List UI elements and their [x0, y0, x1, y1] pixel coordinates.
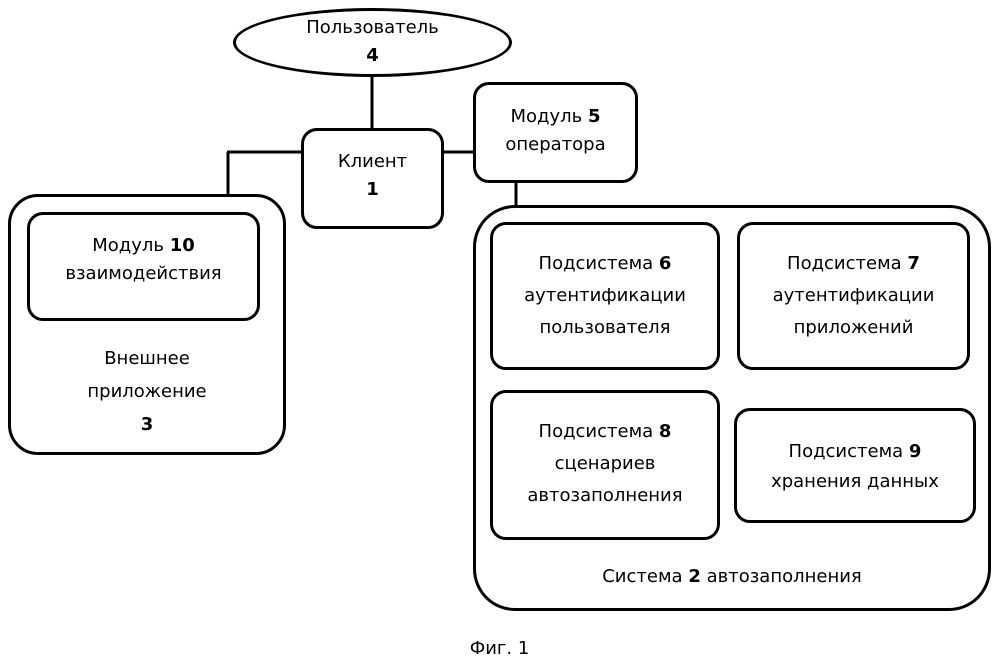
operator-module-label: Модуль 5 оператора: [473, 103, 638, 159]
sub7-text3: приложений: [737, 312, 970, 344]
operator-number: 5: [588, 106, 601, 127]
sub9-text2: хранения данных: [734, 467, 976, 497]
system2-post: автозаполнения: [707, 566, 862, 587]
sub7-text2: аутентификации: [737, 280, 970, 312]
client-text: Клиент: [301, 148, 444, 176]
client-label: Клиент 1: [301, 148, 444, 204]
sub9-pre: Подсистема: [789, 441, 904, 462]
client-number: 1: [301, 176, 444, 204]
sub8-number: 8: [659, 421, 672, 442]
system2-pre: Система: [602, 566, 682, 587]
sub6-text2: аутентификации: [490, 280, 720, 312]
system2-number: 2: [688, 566, 701, 587]
subsystem-6-label: Подсистема 6 аутентификации пользователя: [490, 248, 720, 344]
ext-app-text1: Внешнее: [8, 342, 286, 375]
sub6-text3: пользователя: [490, 312, 720, 344]
autofill-system-label: Система 2 автозаполнения: [473, 563, 991, 591]
figure-caption: Фиг. 1: [0, 638, 999, 659]
ext-app-text2: приложение: [8, 375, 286, 408]
ext-app-number: 3: [8, 408, 286, 441]
sub7-number: 7: [907, 253, 920, 274]
interaction-text2: взаимодействия: [27, 260, 260, 288]
subsystem-8-label: Подсистема 8 сценариев автозаполнения: [490, 416, 720, 512]
interaction-pre: Модуль: [92, 235, 164, 256]
operator-pre: Модуль: [510, 106, 582, 127]
sub9-number: 9: [909, 441, 922, 462]
subsystem-7-label: Подсистема 7 аутентификации приложений: [737, 248, 970, 344]
user-label: Пользователь 4: [233, 14, 512, 70]
subsystem-9-label: Подсистема 9 хранения данных: [734, 437, 976, 497]
user-number: 4: [233, 42, 512, 70]
sub6-number: 6: [659, 253, 672, 274]
sub8-pre: Подсистема: [539, 421, 654, 442]
sub8-text3: автозаполнения: [490, 480, 720, 512]
operator-text2: оператора: [473, 131, 638, 159]
interaction-number: 10: [170, 235, 195, 256]
sub8-text2: сценариев: [490, 448, 720, 480]
user-text: Пользователь: [233, 14, 512, 42]
external-app-label: Внешнее приложение 3: [8, 342, 286, 441]
sub6-pre: Подсистема: [539, 253, 654, 274]
interaction-module-label: Модуль 10 взаимодействия: [27, 232, 260, 288]
sub7-pre: Подсистема: [787, 253, 902, 274]
